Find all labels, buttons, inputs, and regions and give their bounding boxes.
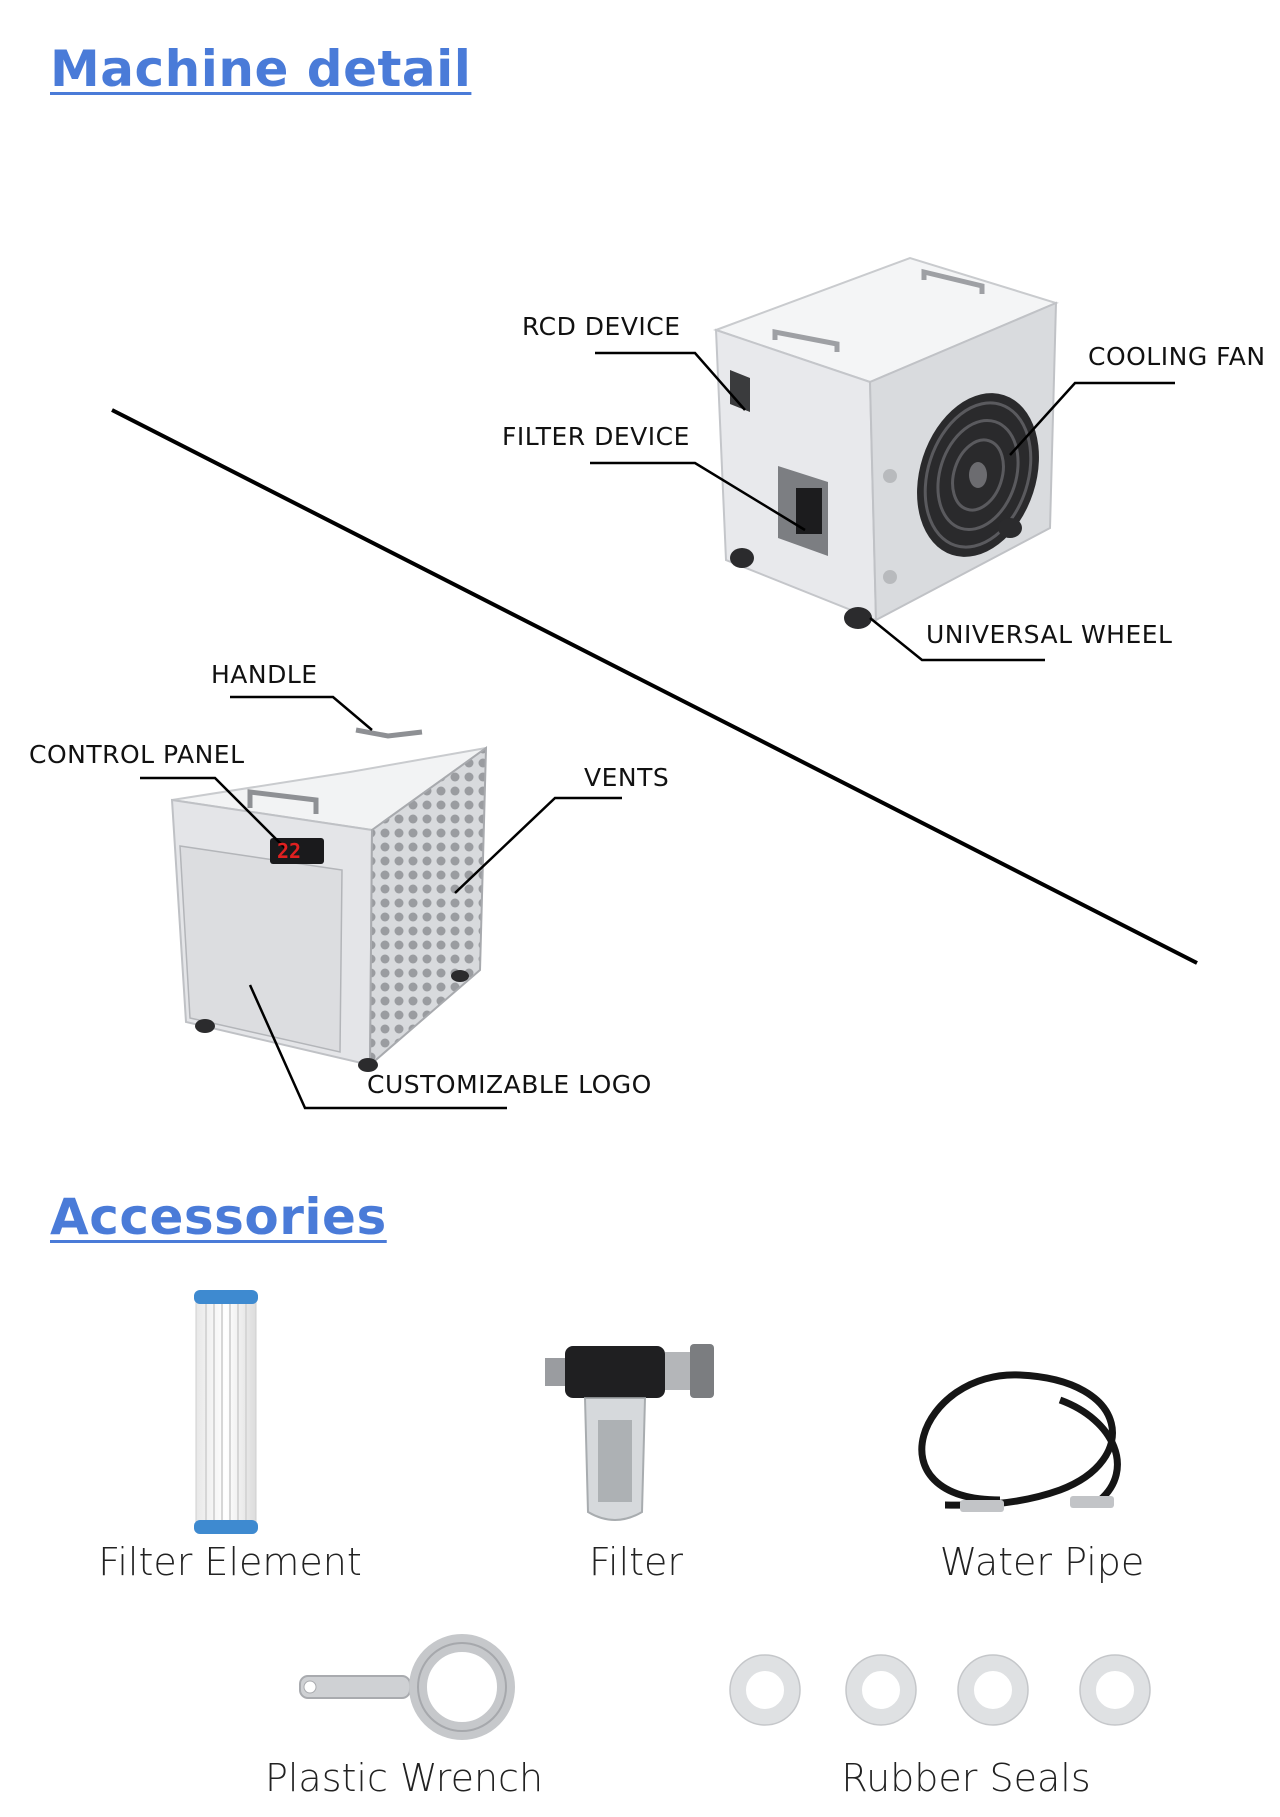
accessory-plastic-wrench-label: Plastic Wrench bbox=[264, 1756, 544, 1800]
label-customizable-logo: CUSTOMIZABLE LOGO bbox=[367, 1070, 652, 1099]
chiller-machine-rear-view bbox=[713, 256, 1059, 629]
label-filter-device: FILTER DEVICE bbox=[502, 422, 690, 451]
plastic-wrench-image bbox=[299, 1634, 515, 1740]
accessory-rubber-seals-label: Rubber Seals bbox=[841, 1756, 1091, 1800]
control-panel-readout: 22 bbox=[277, 839, 302, 863]
filter-element-image bbox=[194, 1290, 258, 1534]
filter-image bbox=[545, 1344, 714, 1521]
control-panel-display bbox=[270, 838, 324, 864]
label-vents: VENTS bbox=[584, 763, 670, 792]
diagonal-divider bbox=[111, 408, 1198, 965]
label-cooling-fan: COOLING FAN bbox=[1088, 342, 1266, 371]
pipe-fittings bbox=[960, 1496, 1114, 1512]
callout-leader-lines bbox=[140, 351, 1175, 1110]
label-handle: HANDLE bbox=[211, 660, 318, 689]
machine-detail-heading: Machine detail bbox=[50, 40, 472, 98]
label-control-panel: CONTROL PANEL bbox=[29, 740, 245, 769]
label-universal-wheel: UNIVERSAL WHEEL bbox=[926, 620, 1173, 649]
accessory-filter-label: Filter bbox=[588, 1540, 684, 1584]
label-rcd-device: RCD DEVICE bbox=[522, 312, 681, 341]
chiller-machine-front-view bbox=[170, 727, 488, 1072]
rubber-seals-image bbox=[730, 1655, 1150, 1725]
rubber-seals-edges bbox=[729, 1654, 1151, 1726]
cooling-fan-icon bbox=[917, 393, 1039, 557]
accessory-filter-element-label: Filter Element bbox=[98, 1540, 362, 1584]
accessories-heading: Accessories bbox=[50, 1188, 387, 1246]
water-pipe-image bbox=[918, 1371, 1121, 1509]
accessory-water-pipe-label: Water Pipe bbox=[939, 1540, 1145, 1584]
